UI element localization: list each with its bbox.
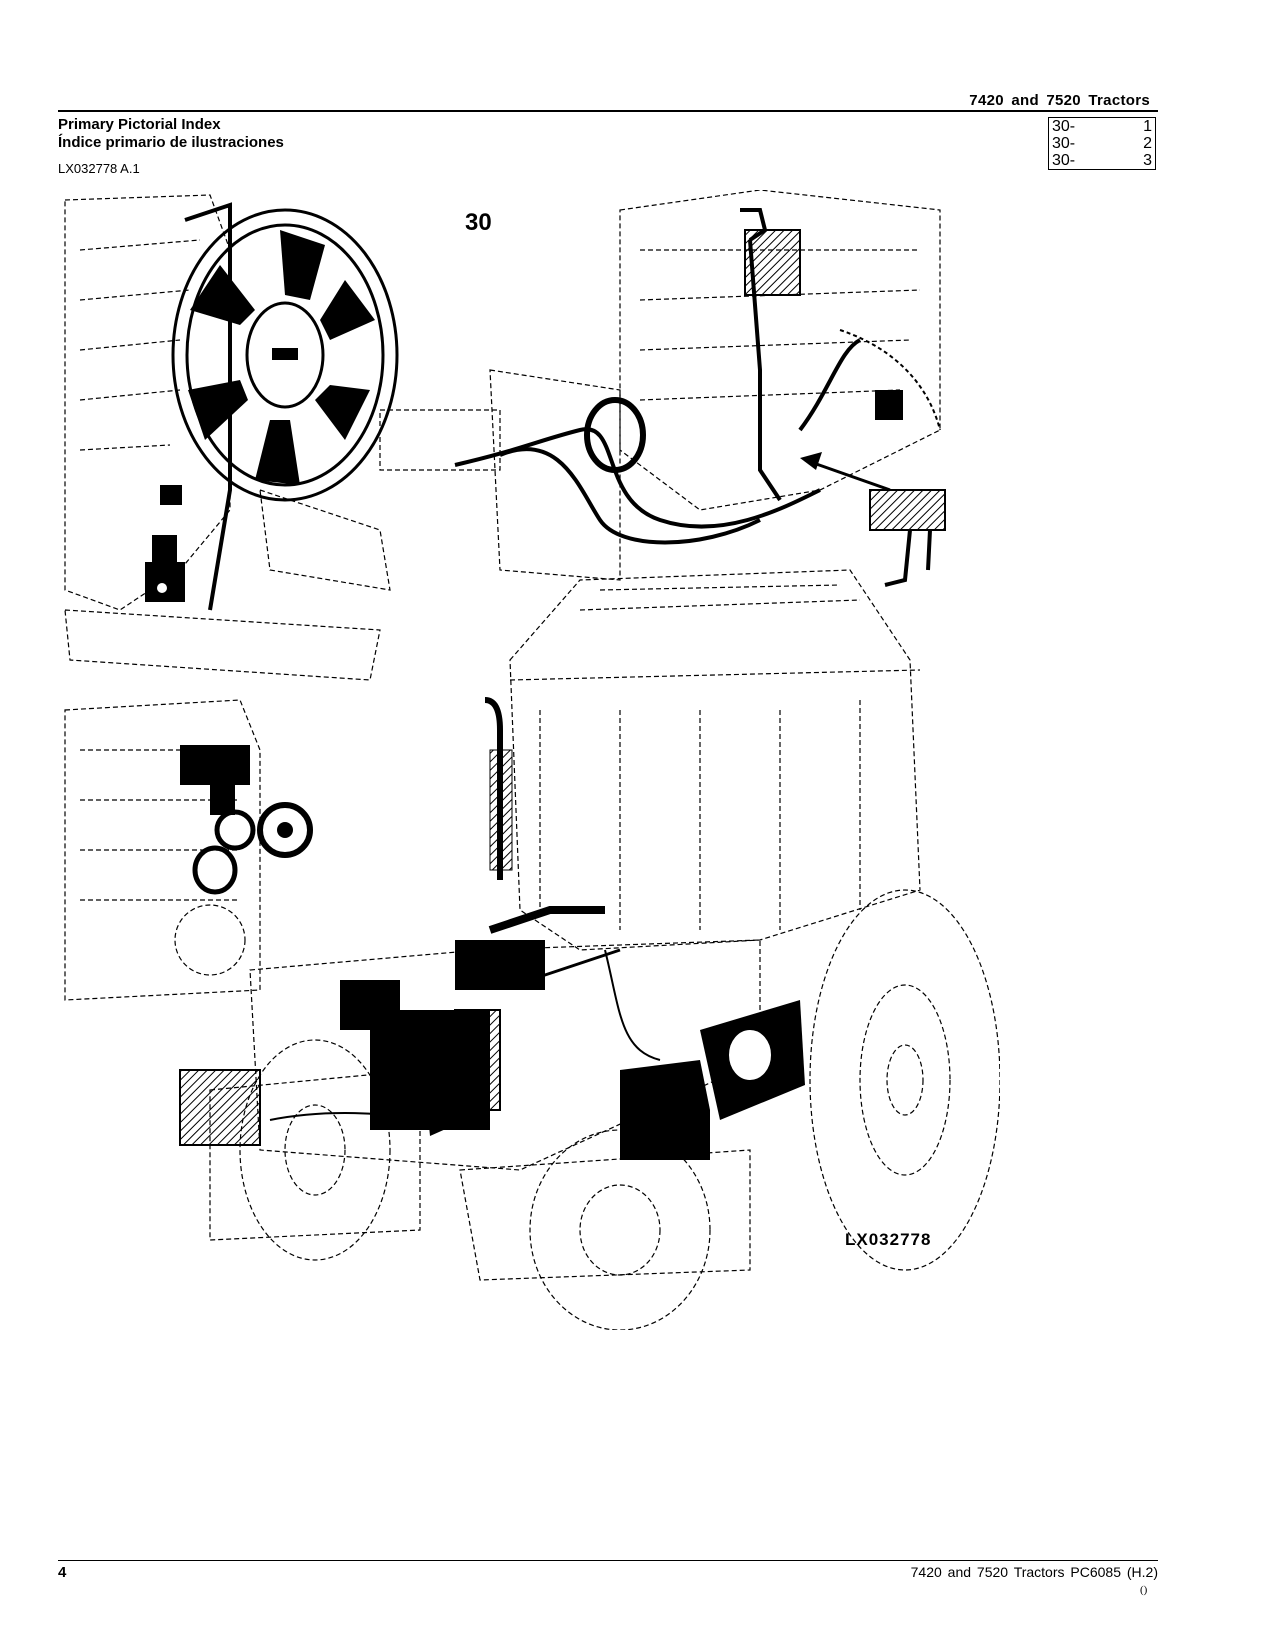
page-index-row[interactable]: 30- 1	[1049, 118, 1156, 136]
page-index-row[interactable]: 30- 2	[1049, 135, 1156, 152]
section-title-english: Primary Pictorial Index	[58, 116, 221, 133]
figure-reference: LX032778 A.1	[58, 161, 140, 176]
section-title: Primary Pictorial Index Índice primario …	[58, 116, 284, 152]
page-index-row[interactable]: 30- 3	[1049, 152, 1156, 170]
footer-divider	[58, 1560, 1158, 1561]
section-title-spanish: Índice primario de ilustraciones	[58, 134, 284, 151]
tractor-parts-illustration: 30 LX032778	[64, 190, 1000, 1330]
page-index-page: 2	[1143, 135, 1152, 152]
footer-mark: ()	[1140, 1584, 1148, 1596]
page-number: 4	[58, 1564, 67, 1581]
page-index-page: 1	[1143, 118, 1152, 135]
page-index-group: 30-	[1052, 135, 1076, 152]
page-index-page: 3	[1143, 152, 1152, 169]
image-id-label: LX032778	[845, 1230, 931, 1249]
header-divider	[58, 110, 1158, 112]
page-index-group: 30-	[1052, 152, 1076, 169]
page-index-group: 30-	[1052, 118, 1076, 135]
group-label: 30	[465, 209, 492, 236]
header-title: 7420 and 7520 Tractors	[969, 92, 1150, 109]
page-index-table: 30- 1 30- 2 30- 3	[1048, 117, 1156, 170]
footer-text: 7420 and 7520 Tractors PC6085 (H.2)	[910, 1564, 1158, 1580]
